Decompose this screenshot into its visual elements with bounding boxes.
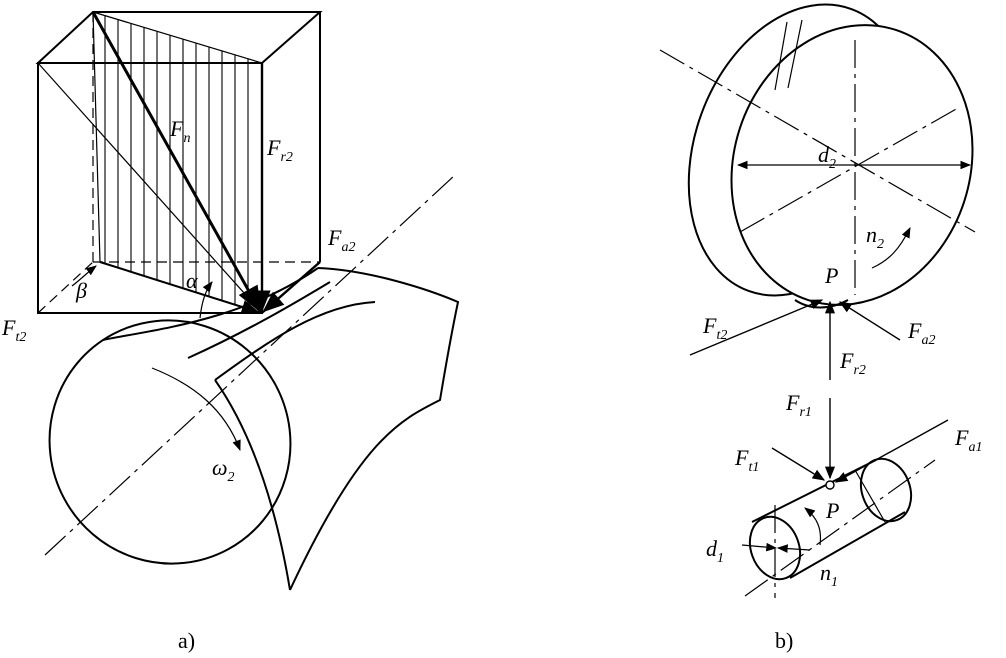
label-fa2: Fa2 <box>327 225 355 255</box>
tooth-line-2 <box>214 301 376 381</box>
gear-top-edge <box>102 267 319 341</box>
wheel-axis <box>659 49 976 233</box>
caption-b: b) <box>775 628 793 653</box>
force-box <box>35 11 323 314</box>
label-fr2-b: Fr2 <box>839 348 866 378</box>
worm-axis <box>744 459 936 597</box>
d1-arrow-right <box>776 544 811 553</box>
gear-face-ellipse <box>48 319 292 565</box>
panel-a: Fn Fr2 Fa2 Ft2 β α ω2 a) <box>1 11 460 653</box>
omega-arrow <box>151 367 241 452</box>
fn-arrow <box>91 11 262 314</box>
label-p-upper: P <box>824 263 838 288</box>
hatch-lines <box>104 16 249 308</box>
tooth-line-3 <box>214 379 291 591</box>
n2-arrow <box>871 227 911 269</box>
ft2-arrow <box>99 261 260 314</box>
gear-right-edge <box>289 267 460 591</box>
wheel-tooth-2 <box>787 19 803 89</box>
n1-arrow <box>804 507 822 546</box>
label-fa1: Fa1 <box>954 425 982 455</box>
worm-top-edge <box>751 459 877 523</box>
panel-b: d2 n2 P Ft2 Fa2 Fr2 Fr1 Ft1 Fa1 P d1 n1 … <box>659 3 982 653</box>
front-diagonal <box>37 62 263 314</box>
ft2-arrow-b <box>689 299 824 356</box>
beta-arc <box>71 265 97 287</box>
gear-body-a <box>48 267 460 591</box>
worm-tooth-line <box>854 469 886 523</box>
d1-arrow-left <box>741 542 778 552</box>
fa2-arrow-b <box>838 301 901 341</box>
label-ft2: Ft2 <box>1 315 26 345</box>
worm-bottom-edge <box>789 511 906 579</box>
label-n1: n1 <box>820 560 838 590</box>
box-hidden-depth <box>37 261 94 314</box>
wheel-front-face <box>730 24 974 306</box>
label-omega: ω2 <box>212 455 235 485</box>
label-n2: n2 <box>866 222 884 252</box>
label-fa2-b: Fa2 <box>907 318 935 348</box>
alpha-arc <box>199 281 213 319</box>
label-d1: d1 <box>706 536 724 566</box>
wheel-tooth-1 <box>774 21 788 91</box>
label-ft2-b: Ft2 <box>702 313 727 343</box>
label-alpha: α <box>186 268 198 293</box>
label-p-lower: P <box>825 498 839 523</box>
worm-right-end <box>859 457 913 523</box>
label-fr2: Fr2 <box>266 135 293 165</box>
caption-a: a) <box>178 628 195 653</box>
label-beta: β <box>75 278 87 303</box>
label-fn: Fn <box>169 116 190 146</box>
label-d2: d2 <box>818 142 836 172</box>
tooth-line-1 <box>187 281 331 359</box>
fa2-arrow <box>262 261 321 313</box>
label-fr1: Fr1 <box>785 390 812 420</box>
wheel-diag-center <box>739 107 959 233</box>
label-ft1: Ft1 <box>734 445 759 475</box>
ft1-arrow <box>771 447 826 481</box>
gear-axis-a <box>44 174 456 556</box>
contact-point-lower <box>825 480 835 490</box>
